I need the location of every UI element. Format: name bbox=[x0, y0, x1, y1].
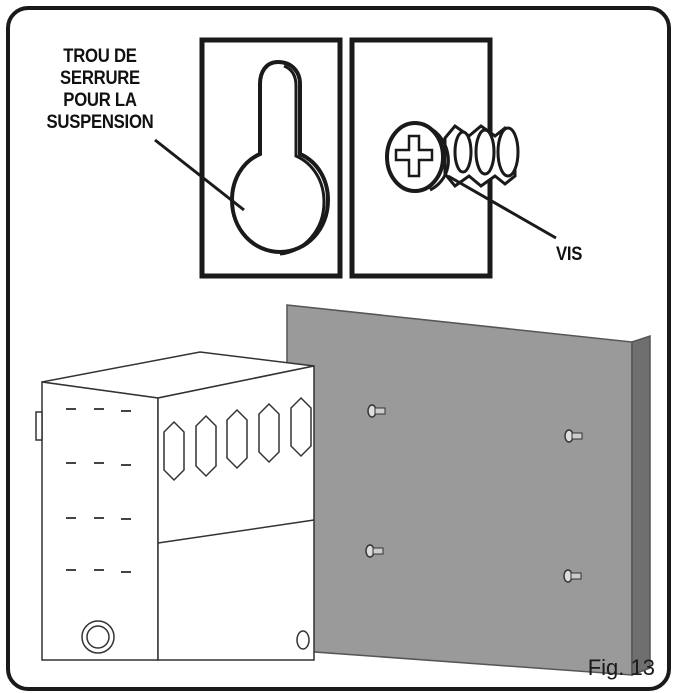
cabinet-illustration bbox=[35, 351, 315, 661]
panel-screw-top-left bbox=[367, 404, 386, 418]
figure-number: Fig. 13 bbox=[587, 655, 655, 680]
keyhole-label-line-1: TROU DE bbox=[63, 46, 137, 67]
wall-panel-illustration bbox=[286, 304, 651, 677]
keyhole-label: TROU DE SERRURE POUR LA SUSPENSION bbox=[34, 46, 166, 134]
keyhole-label-line-4: SUSPENSION bbox=[46, 112, 154, 133]
keyhole-label-line-3: POUR LA bbox=[63, 90, 137, 111]
keyhole-leader-line bbox=[154, 138, 245, 212]
panel-screw-bottom-right bbox=[563, 569, 582, 583]
screw-leader-line bbox=[447, 174, 557, 240]
keyhole-label-line-2: SERRURE bbox=[60, 68, 140, 89]
screw-label: VIS bbox=[556, 244, 583, 265]
panel-screw-bottom-left bbox=[365, 544, 384, 558]
screw-icon bbox=[385, 121, 520, 193]
keyhole-icon bbox=[229, 59, 331, 256]
panel-screw-top-right bbox=[564, 429, 583, 443]
